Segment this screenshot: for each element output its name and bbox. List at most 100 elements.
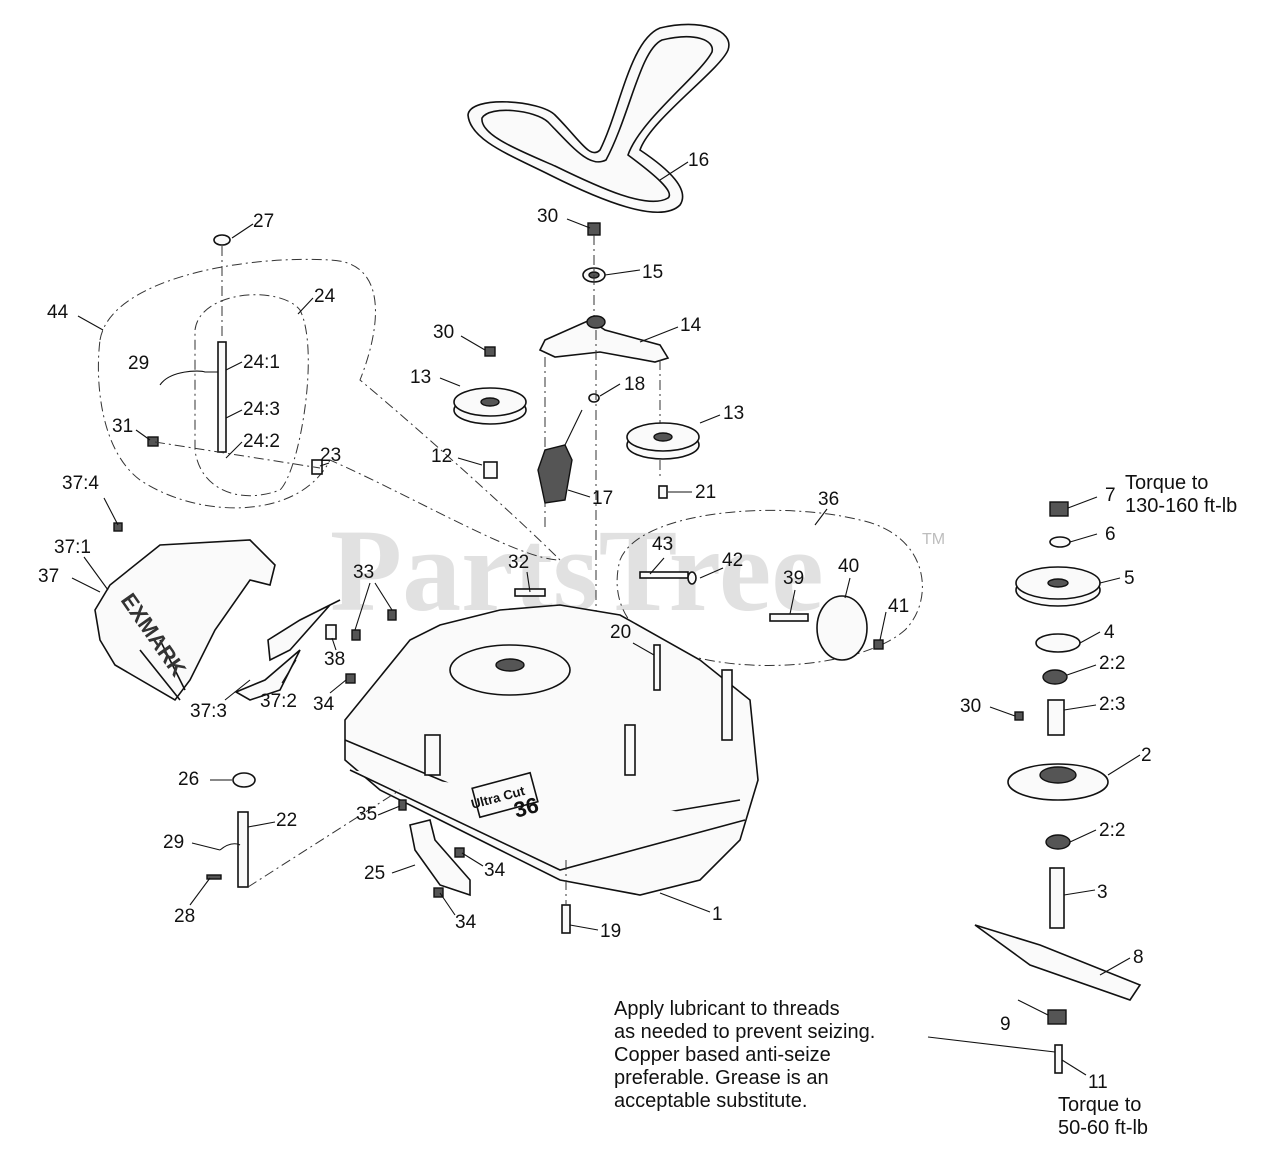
callout-34: 34: [455, 912, 477, 933]
axle-39: [769, 613, 809, 622]
callout-23: 23: [320, 445, 341, 466]
callout-37: 37: [38, 566, 59, 587]
nut: [484, 346, 496, 357]
watermark-tm: TM: [922, 531, 945, 548]
callout-29: 29: [163, 832, 184, 853]
lubricant-note: Apply lubricant to threads as needed to …: [614, 998, 876, 1112]
bolt-20: [653, 644, 661, 691]
bushing-23: [311, 459, 323, 475]
nut-31: [147, 436, 159, 447]
callout-30: 30: [433, 322, 454, 343]
torque-note-bottom: Torque to 50-60 ft-lb: [1058, 1094, 1149, 1139]
callout-2: 2: [1141, 745, 1152, 766]
callout-2-3: 2:3: [1099, 694, 1125, 715]
callout-37-4: 37:4: [62, 473, 99, 494]
axle-43: [639, 571, 689, 579]
bolt-35: [398, 799, 407, 811]
torque-note-top: Torque to 130-160 ft-lb: [1125, 472, 1238, 517]
callout-24-1: 24:1: [243, 352, 280, 373]
callout-13: 13: [723, 403, 744, 424]
leader-lines: [71, 161, 1141, 1076]
callout-42: 42: [722, 550, 743, 571]
callout-38: 38: [324, 649, 345, 670]
pin-clip-29: [159, 370, 218, 386]
washer-42: [687, 571, 697, 585]
callout-29: 29: [128, 353, 149, 374]
hitch-pin: [217, 341, 227, 453]
hitch-pin-22: [237, 811, 249, 888]
nut-34-low: [433, 887, 444, 898]
callout-5: 5: [1124, 568, 1135, 589]
callout-13: 13: [410, 367, 431, 388]
callouts: 16 30 15 14 27 44 24 29 24:1 24:3 24:2 3…: [38, 150, 1152, 1093]
idler-pulley-right: [626, 422, 700, 460]
spacer-12: [483, 461, 498, 479]
callout-30: 30: [537, 206, 558, 227]
pin-28: [206, 874, 222, 880]
callout-11: 11: [1088, 1072, 1108, 1093]
callout-12: 12: [431, 446, 452, 467]
callout-41: 41: [888, 596, 909, 617]
baffle: [409, 819, 471, 897]
callout-36: 36: [818, 489, 839, 510]
callout-44: 44: [47, 302, 69, 323]
nut-41: [873, 639, 884, 650]
callout-24: 24: [314, 286, 336, 307]
callout-2-2: 2:2: [1099, 653, 1125, 674]
assembly-24-outline: [194, 294, 309, 497]
belt: [467, 23, 730, 214]
callout-20: 20: [610, 622, 631, 643]
washer-18: [588, 393, 600, 403]
callout-3: 3: [1097, 882, 1108, 903]
callout-40: 40: [838, 556, 859, 577]
callout-1: 1: [712, 904, 723, 925]
callout-9: 9: [1000, 1014, 1011, 1035]
callout-37-1: 37:1: [54, 537, 91, 558]
callout-4: 4: [1104, 622, 1115, 643]
callout-24-3: 24:3: [243, 399, 280, 420]
callout-2-2: 2:2: [1099, 820, 1125, 841]
callout-6: 6: [1105, 524, 1116, 545]
callout-8: 8: [1133, 947, 1144, 968]
callout-25: 25: [364, 863, 385, 884]
spring: [537, 409, 583, 504]
callout-30: 30: [960, 696, 981, 717]
callout-19: 19: [600, 921, 621, 942]
callout-34: 34: [484, 860, 506, 881]
callout-35: 35: [356, 804, 377, 825]
nut: [587, 222, 601, 236]
callout-24-2: 24:2: [243, 431, 280, 452]
mower-deck: Ultra Cut 36: [344, 604, 759, 896]
callout-21: 21: [695, 482, 716, 503]
nut-34-mid: [454, 847, 465, 858]
spacer-38: [325, 624, 337, 640]
callout-43: 43: [652, 534, 673, 555]
callout-33: 33: [353, 562, 374, 583]
nut-34-upper: [345, 673, 356, 684]
callout-37-2: 37:2: [260, 691, 297, 712]
assembly-44-outline: [97, 258, 562, 561]
washer-26: [232, 772, 256, 788]
callout-27: 27: [253, 211, 274, 232]
callout-26: 26: [178, 769, 199, 790]
callout-39: 39: [783, 568, 804, 589]
spindle-stack: [974, 501, 1142, 1074]
discharge-deflector: EXMARK: [94, 539, 276, 702]
callout-22: 22: [276, 810, 297, 831]
anti-scalp-roller: [816, 595, 868, 661]
callout-28: 28: [174, 906, 195, 927]
idler-pulley-left: [453, 387, 527, 425]
callout-31: 31: [112, 416, 133, 437]
idler-arm: [538, 315, 670, 363]
callout-17: 17: [592, 488, 613, 509]
callout-18: 18: [624, 374, 645, 395]
bolt-19: [561, 904, 571, 934]
callout-15: 15: [642, 262, 663, 283]
callout-16: 16: [688, 150, 709, 171]
callout-14: 14: [680, 315, 702, 336]
washer-27: [213, 234, 231, 246]
axis-line: [154, 441, 321, 469]
callout-37-3: 37:3: [190, 701, 227, 722]
bolt-37-4: [113, 522, 123, 532]
